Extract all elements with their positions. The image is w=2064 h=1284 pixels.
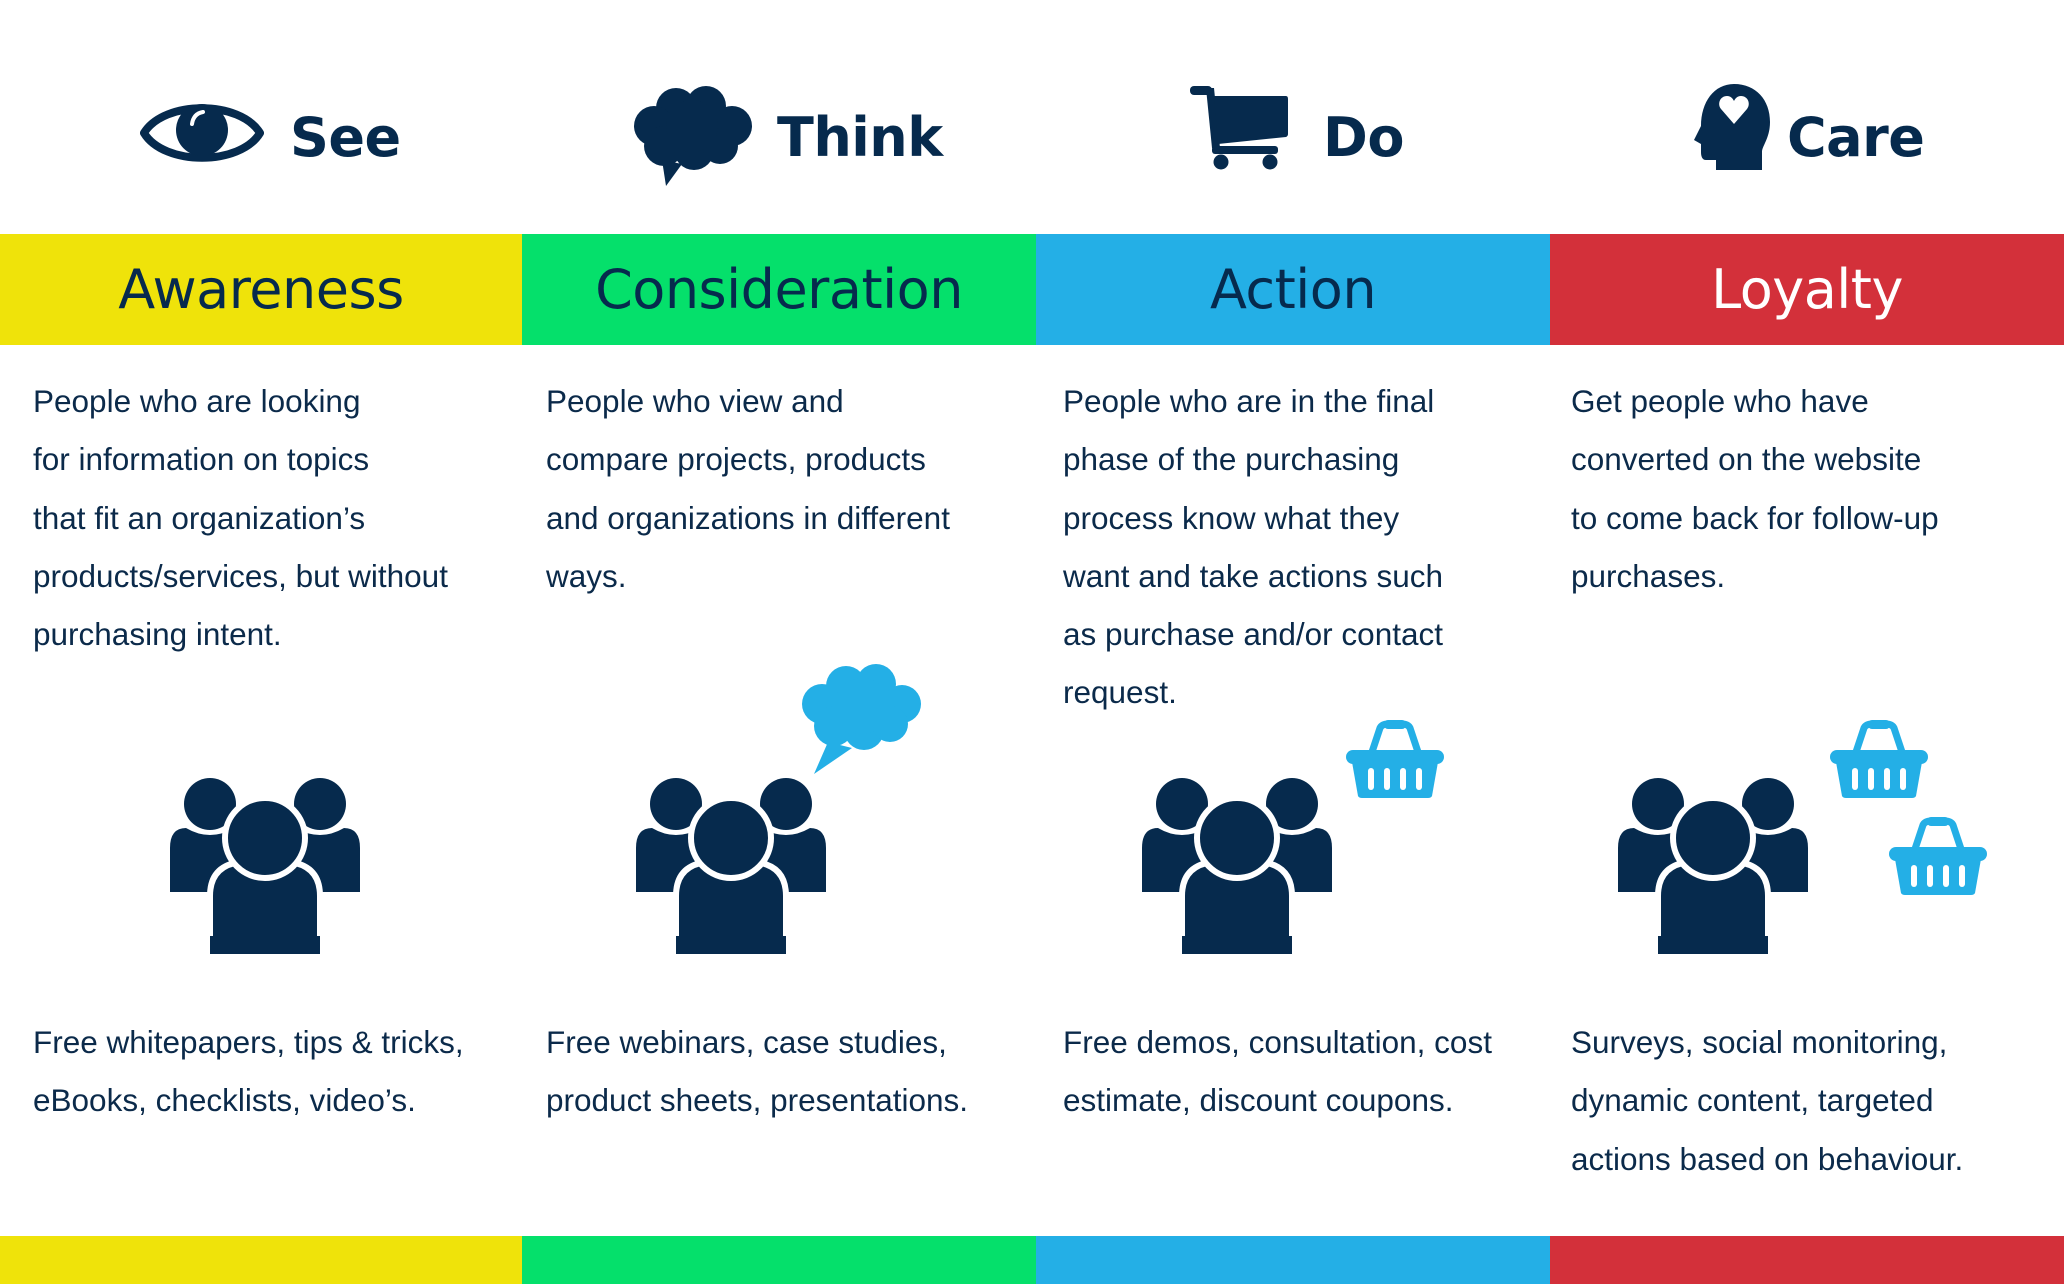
bottom-bar-consideration — [522, 1236, 1036, 1284]
shopping-cart-icon — [1190, 86, 1288, 170]
eye-icon — [140, 104, 264, 162]
head-heart-icon — [1694, 84, 1770, 170]
thought-bubble-icon — [802, 664, 921, 774]
stage-header-awareness: Awareness — [0, 234, 522, 345]
bottom-bar-loyalty — [1550, 1236, 2064, 1284]
stage-title: Action — [1209, 258, 1377, 321]
stage-header-loyalty: Loyalty — [1550, 234, 2064, 345]
thought-cloud-icon — [634, 86, 752, 186]
people-group-icon — [1618, 776, 1808, 954]
people-group-icon — [1142, 776, 1332, 954]
stage-title: Awareness — [118, 258, 404, 321]
bottom-bar-action — [1036, 1236, 1550, 1284]
mindset-label-think: Think — [777, 106, 943, 169]
stage-header-action: Action — [1036, 234, 1550, 345]
stage-title: Loyalty — [1711, 258, 1903, 321]
stage-offer-consideration: Free webinars, case studies, product she… — [546, 1024, 969, 1119]
shopping-basket-icon — [1830, 720, 1928, 798]
stage-offer-loyalty: Surveys, social monitoring, dynamic cont… — [1571, 1024, 1964, 1177]
people-group-icon — [170, 776, 360, 954]
stage-offer-action: Free demos, consultation, cost estimate,… — [1063, 1024, 1492, 1119]
shopping-basket-icon — [1889, 817, 1987, 895]
people-group-icon — [636, 776, 826, 954]
mindset-label-care: Care — [1787, 106, 1925, 169]
mindset-label-see: See — [290, 106, 401, 169]
mindset-label-do: Do — [1323, 106, 1404, 169]
stage-header-consideration: Consideration — [522, 234, 1036, 345]
stage-title: Consideration — [595, 258, 963, 321]
stage-description-action: People who are in the final phase of the… — [1063, 383, 1443, 711]
stage-description-awareness: People who are looking for information o… — [33, 383, 448, 653]
stage-offer-awareness: Free whitepapers, tips & tricks, eBooks,… — [33, 1024, 464, 1119]
stage-description-loyalty: Get people who have converted on the web… — [1571, 383, 1939, 594]
bottom-bar-awareness — [0, 1236, 522, 1284]
shopping-basket-icon — [1346, 720, 1444, 798]
stage-description-consideration: People who view and compare projects, pr… — [546, 383, 950, 594]
